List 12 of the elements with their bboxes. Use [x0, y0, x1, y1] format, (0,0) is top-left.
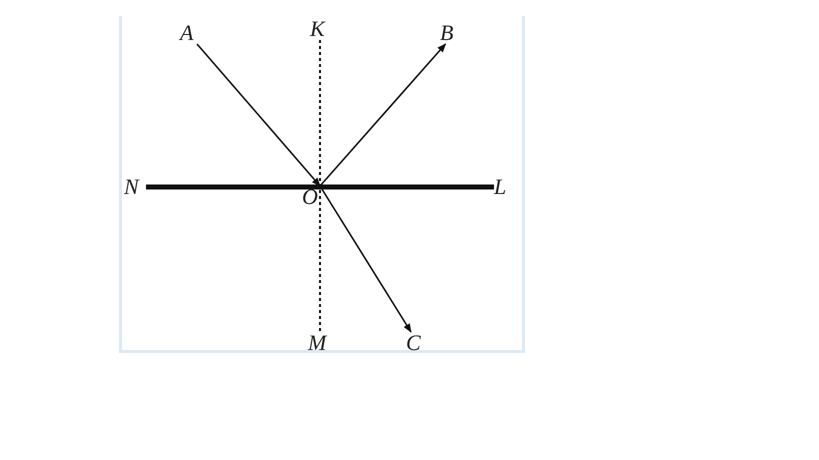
- arrow: [196, 43, 321, 187]
- point-label: C: [406, 332, 428, 354]
- point-label: N: [124, 176, 146, 198]
- point-label: M: [308, 332, 332, 354]
- point-label: O: [302, 186, 320, 208]
- dashed-line: [319, 40, 321, 332]
- arrow: [319, 43, 446, 187]
- point-label: B: [440, 22, 462, 44]
- point-label: A: [180, 22, 200, 44]
- point-label: L: [494, 176, 514, 198]
- surface-line: [146, 184, 494, 190]
- point-label: K: [310, 18, 332, 40]
